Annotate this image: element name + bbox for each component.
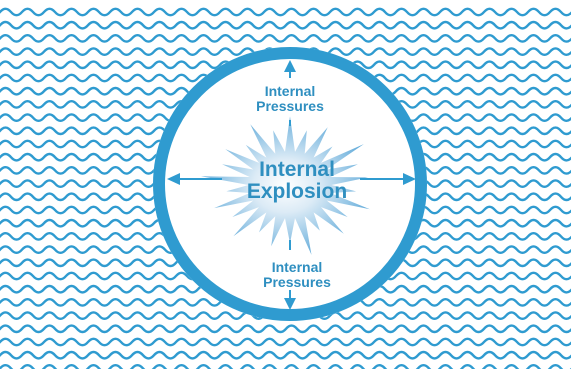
top-label-line1: Internal <box>265 83 316 99</box>
arrowhead-down-icon <box>284 298 296 310</box>
arrowhead-right-icon <box>403 173 416 185</box>
top-label-line2: Pressures <box>256 98 324 114</box>
arrowhead-left-icon <box>167 173 180 185</box>
wave-line <box>0 34 571 43</box>
center-label-line2: Explosion <box>247 180 347 203</box>
wave-line <box>0 7 571 17</box>
center-label-line1: Internal <box>259 158 335 181</box>
wave-line <box>0 324 571 334</box>
arrowhead-up-icon <box>284 60 296 72</box>
explosion-burst <box>201 116 370 255</box>
bottom-label-line2: Pressures <box>263 274 331 290</box>
bottom-label-line1: Internal <box>272 259 323 275</box>
wave-line <box>0 20 571 30</box>
pressure-arrows <box>167 60 416 310</box>
wave-line <box>0 350 571 360</box>
wave-line <box>0 364 571 369</box>
wave-line <box>0 337 571 347</box>
